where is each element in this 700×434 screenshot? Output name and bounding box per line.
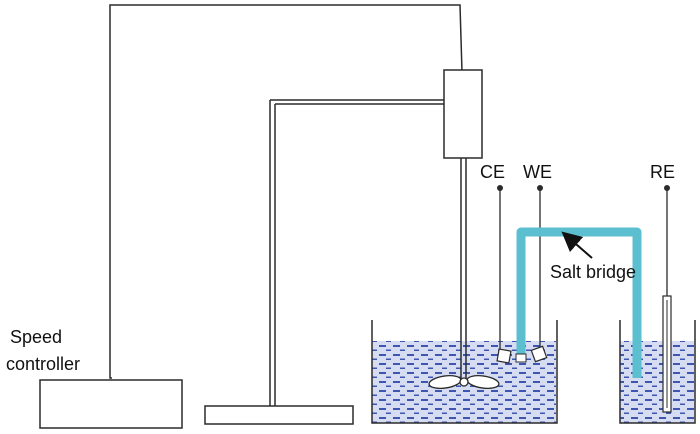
controller-cable [109, 4, 463, 379]
working-electrode-tip [530, 345, 548, 363]
working-electrode-label: WE [523, 162, 552, 182]
salt-bridge-label: Salt bridge [550, 262, 636, 282]
reference-cell-beaker [619, 320, 696, 424]
stand-base [204, 405, 354, 425]
stirrer-motor [443, 69, 483, 159]
counter-electrode-label: CE [480, 162, 505, 182]
counter-electrode-tip [496, 348, 512, 364]
stirrer-impeller [428, 375, 500, 389]
main-cell-beaker [371, 320, 558, 424]
speed-controller-label-line1: Speed [10, 327, 62, 347]
speed-controller-label-line2: controller [6, 354, 80, 374]
reference-electrode-label: RE [650, 162, 675, 182]
speed-controller-box [39, 379, 183, 429]
salt-bridge-arrow [561, 231, 593, 259]
